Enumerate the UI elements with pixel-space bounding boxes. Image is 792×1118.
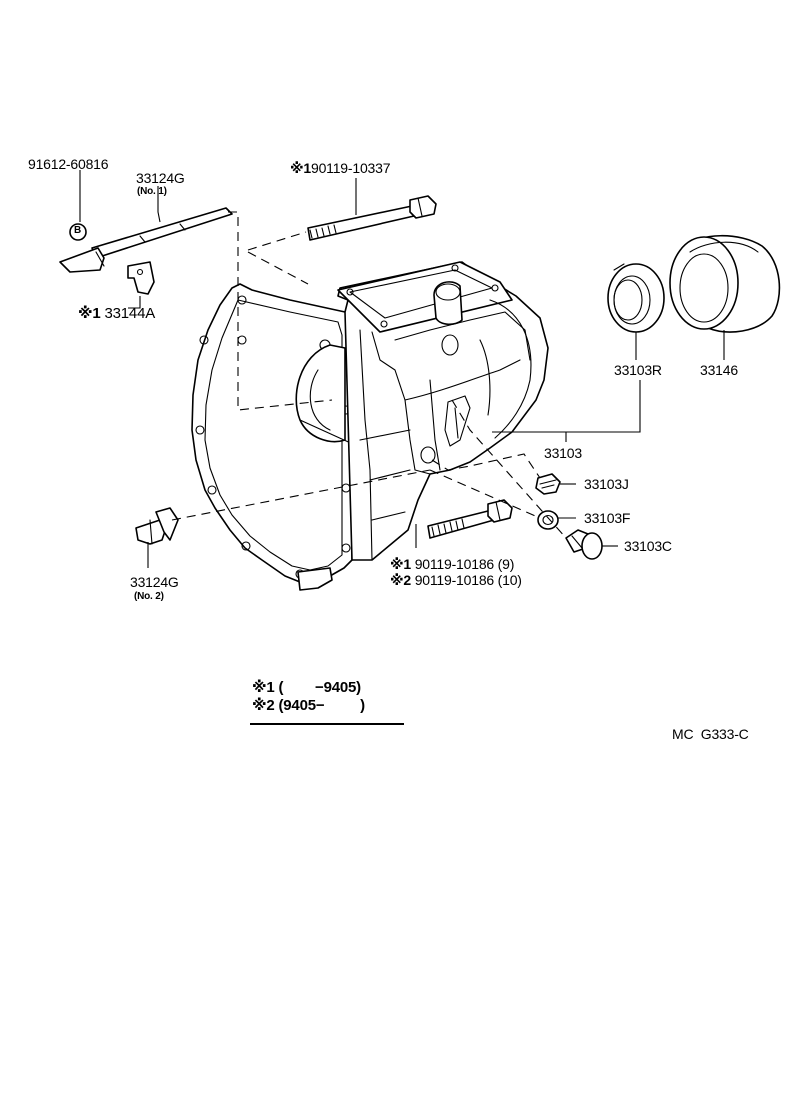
bolt-top — [307, 195, 437, 241]
assembly-lines — [171, 211, 567, 539]
note-marker-2: ※2 — [390, 572, 411, 588]
bolt-top-number: 90119-10337 — [311, 160, 391, 176]
leader-lines — [79, 170, 725, 568]
label-shift-rod-top: 33124G — [136, 170, 185, 186]
legend-row-1-mark: ※1 — [252, 679, 275, 696]
label-bolt-top: ※190119-10337 — [290, 160, 390, 176]
legend-row-2: ※2 (9405− ) — [252, 698, 365, 714]
label-pin-top: 91612-60816 — [28, 156, 109, 172]
note-marker-1: ※1 — [290, 160, 311, 176]
label-seal: 33103R — [614, 362, 662, 378]
top-boss — [433, 281, 463, 326]
transmission-case — [191, 261, 549, 591]
legend-row-2-text: (9405− ) — [278, 697, 366, 714]
shift-rod-bottom — [135, 507, 179, 545]
label-plug: 33103J — [584, 476, 629, 492]
legend-row-2-mark: ※2 — [252, 697, 275, 714]
washer-part — [537, 510, 559, 530]
label-large-plug: 33103C — [624, 538, 672, 554]
label-washer: 33103F — [584, 510, 631, 526]
label-case: 33103 — [544, 445, 582, 461]
label-clip: ※1 33144A — [78, 306, 155, 322]
label-shift-rod-top-sub: (No. 1) — [137, 186, 167, 197]
note-marker-1: ※1 — [390, 556, 411, 572]
legend-row-1-text: ( −9405) — [278, 679, 362, 696]
large-plug-part — [565, 529, 603, 560]
plug-part — [535, 473, 561, 495]
label-bolt-bottom-2: ※2 90119-10186 (10) — [390, 572, 522, 588]
shift-rod-top — [59, 207, 233, 273]
label-shift-rod-bottom: 33124G — [130, 574, 179, 590]
bolt-bottom-2-number: 90119-10186 (10) — [414, 572, 522, 588]
flange-foot — [297, 567, 333, 591]
clip-number: 33144A — [104, 305, 156, 322]
clip-part — [127, 261, 155, 295]
legend-row-1: ※1 ( −9405) — [252, 680, 361, 696]
bell-housing-inner-edge — [204, 299, 343, 571]
diagram-code: MC G333-C — [672, 726, 749, 742]
label-pin-top-marker: B — [74, 225, 82, 236]
bolt-bottom-1-number: 90119-10186 (9) — [414, 556, 515, 572]
note-marker-1: ※1 — [78, 305, 101, 322]
sleeve-part — [669, 234, 781, 333]
label-bolt-bottom-1: ※1 90119-10186 (9) — [390, 556, 514, 572]
top-cover — [337, 261, 513, 333]
bolt-bottom — [427, 499, 513, 539]
seal-part — [607, 263, 665, 333]
label-shift-rod-bottom-sub: (No. 2) — [134, 591, 164, 602]
label-sleeve: 33146 — [700, 362, 738, 378]
shift-rod-top-tip — [59, 247, 105, 273]
